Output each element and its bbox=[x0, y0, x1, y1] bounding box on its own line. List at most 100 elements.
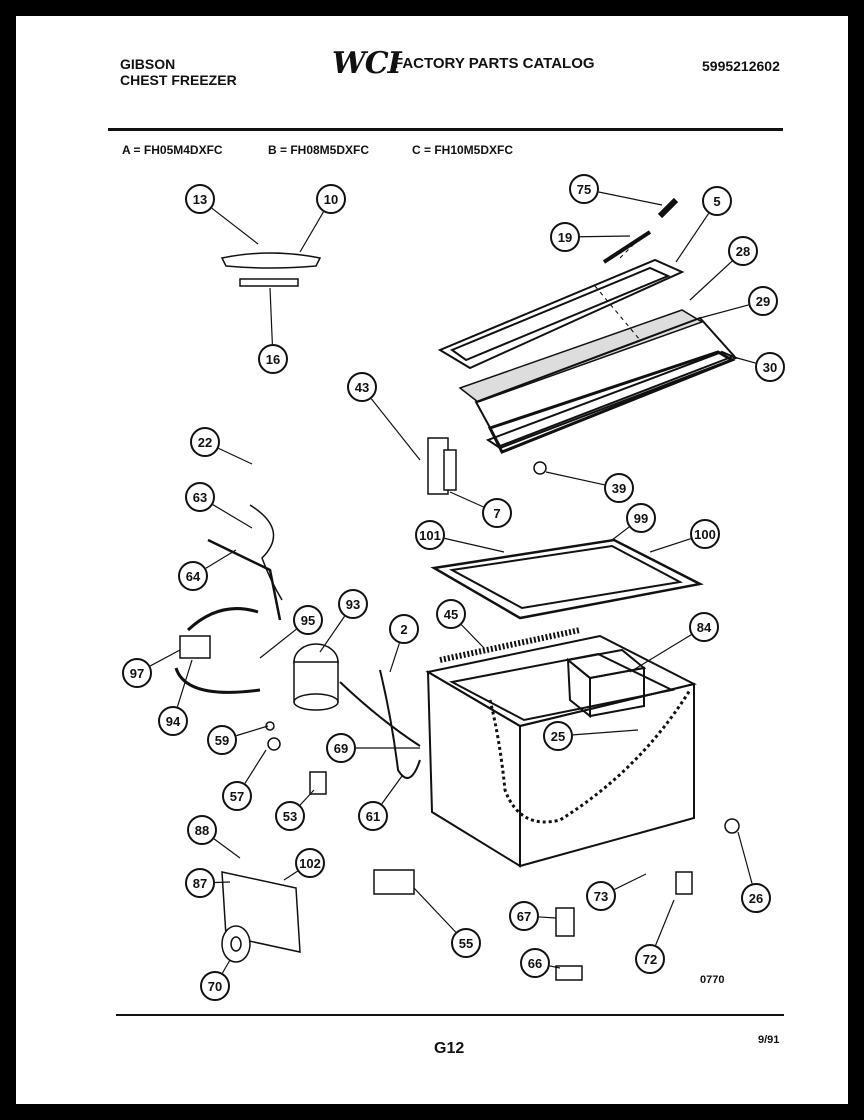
leader-line-75 bbox=[598, 191, 663, 206]
callout-circle-102 bbox=[295, 848, 325, 878]
callout-55: 55 bbox=[413, 887, 481, 958]
leader-line-94 bbox=[176, 659, 193, 707]
brand-block: GIBSON CHEST FREEZER bbox=[120, 56, 237, 88]
callout-circle-57 bbox=[222, 781, 252, 811]
callout-28: 28 bbox=[689, 236, 758, 301]
leader-line-16 bbox=[269, 287, 273, 345]
callout-label-7: 7 bbox=[493, 506, 500, 521]
callout-label-57: 57 bbox=[230, 789, 244, 804]
callout-97: 97 bbox=[122, 649, 181, 688]
callout-circle-10 bbox=[316, 184, 346, 214]
callout-label-59: 59 bbox=[215, 733, 229, 748]
leader-line-64 bbox=[205, 549, 237, 569]
callout-19: 19 bbox=[550, 222, 631, 252]
leader-line-7 bbox=[449, 491, 484, 508]
catalog-number: 5995212602 bbox=[702, 58, 780, 74]
callout-circle-97 bbox=[122, 658, 152, 688]
callout-94: 94 bbox=[158, 659, 193, 736]
callout-circle-28 bbox=[728, 236, 758, 266]
product-name: CHEST FREEZER bbox=[120, 72, 237, 88]
callout-label-95: 95 bbox=[301, 613, 315, 628]
callout-circle-99 bbox=[626, 503, 656, 533]
callout-label-69: 69 bbox=[334, 741, 348, 756]
callout-53: 53 bbox=[275, 789, 315, 831]
callout-95: 95 bbox=[259, 605, 323, 659]
callout-circle-69 bbox=[326, 733, 356, 763]
callout-label-61: 61 bbox=[366, 809, 380, 824]
handle-part bbox=[220, 252, 322, 287]
leader-line-73 bbox=[614, 873, 647, 890]
callout-label-67: 67 bbox=[517, 909, 531, 924]
callout-61: 61 bbox=[358, 775, 403, 831]
callout-72: 72 bbox=[635, 899, 675, 974]
leader-line-13 bbox=[211, 207, 259, 245]
leader-line-95 bbox=[259, 628, 297, 659]
callout-43: 43 bbox=[347, 372, 421, 461]
callout-circle-59 bbox=[207, 725, 237, 755]
callout-label-13: 13 bbox=[193, 192, 207, 207]
cabinet-part bbox=[425, 627, 697, 868]
callout-75: 75 bbox=[569, 174, 663, 206]
callout-2: 2 bbox=[389, 614, 419, 673]
leader-line-66 bbox=[549, 965, 561, 969]
page-code: G12 bbox=[434, 1040, 465, 1057]
callout-circle-101 bbox=[415, 520, 445, 550]
callout-66: 66 bbox=[520, 948, 561, 978]
model-b: B = FH08M5DXFC bbox=[268, 143, 370, 157]
leader-line-102 bbox=[283, 870, 298, 881]
callout-label-70: 70 bbox=[208, 979, 222, 994]
callout-30: 30 bbox=[729, 352, 785, 382]
callout-circle-61 bbox=[358, 801, 388, 831]
callout-label-43: 43 bbox=[355, 380, 369, 395]
leader-line-93 bbox=[319, 616, 345, 653]
drawing-code: 0770 bbox=[700, 974, 725, 986]
leader-line-22 bbox=[218, 447, 253, 465]
model-c: C = FH10M5DXFC bbox=[412, 143, 514, 157]
callout-label-45: 45 bbox=[444, 607, 458, 622]
model-a: A = FH05M4DXFC bbox=[122, 143, 223, 157]
callout-label-66: 66 bbox=[528, 956, 542, 971]
leader-line-43 bbox=[370, 398, 421, 461]
callout-99: 99 bbox=[611, 503, 656, 541]
callout-102: 102 bbox=[283, 848, 325, 881]
header-rule bbox=[108, 128, 783, 131]
callout-circle-43 bbox=[347, 372, 377, 402]
callout-circle-63 bbox=[185, 482, 215, 512]
leader-line-25 bbox=[572, 729, 639, 736]
callout-label-30: 30 bbox=[763, 360, 777, 375]
leader-line-70 bbox=[221, 959, 231, 974]
compressor-part bbox=[293, 643, 339, 711]
callout-label-22: 22 bbox=[198, 435, 212, 450]
callout-label-100: 100 bbox=[694, 527, 716, 542]
callout-13: 13 bbox=[185, 184, 259, 245]
leader-line-10 bbox=[299, 211, 324, 253]
callout-label-5: 5 bbox=[713, 194, 720, 209]
callout-label-29: 29 bbox=[756, 294, 770, 309]
leader-line-63 bbox=[212, 504, 253, 529]
callout-label-72: 72 bbox=[643, 952, 657, 967]
leader-line-97 bbox=[149, 649, 181, 667]
callout-label-75: 75 bbox=[577, 182, 591, 197]
callout-63: 63 bbox=[185, 482, 253, 529]
callout-label-19: 19 bbox=[558, 230, 572, 245]
lid-liner-part bbox=[437, 258, 739, 454]
callout-circle-100 bbox=[690, 519, 720, 549]
brand-name: GIBSON bbox=[120, 56, 176, 72]
callout-5: 5 bbox=[675, 186, 732, 263]
callout-circle-5 bbox=[702, 186, 732, 216]
leader-line-67 bbox=[538, 916, 557, 919]
callout-label-84: 84 bbox=[697, 620, 712, 635]
callout-circle-93 bbox=[338, 589, 368, 619]
callout-circle-84 bbox=[689, 612, 719, 642]
callout-101: 101 bbox=[415, 520, 505, 553]
callout-label-39: 39 bbox=[612, 481, 626, 496]
leader-line-29 bbox=[699, 304, 749, 319]
leader-line-88 bbox=[213, 838, 241, 859]
callout-26: 26 bbox=[737, 831, 771, 913]
callout-73: 73 bbox=[586, 873, 647, 911]
callout-circle-39 bbox=[604, 473, 634, 503]
leader-line-45 bbox=[461, 624, 485, 649]
callout-57: 57 bbox=[222, 749, 267, 811]
callout-circle-53 bbox=[275, 801, 305, 831]
callout-circle-55 bbox=[451, 928, 481, 958]
